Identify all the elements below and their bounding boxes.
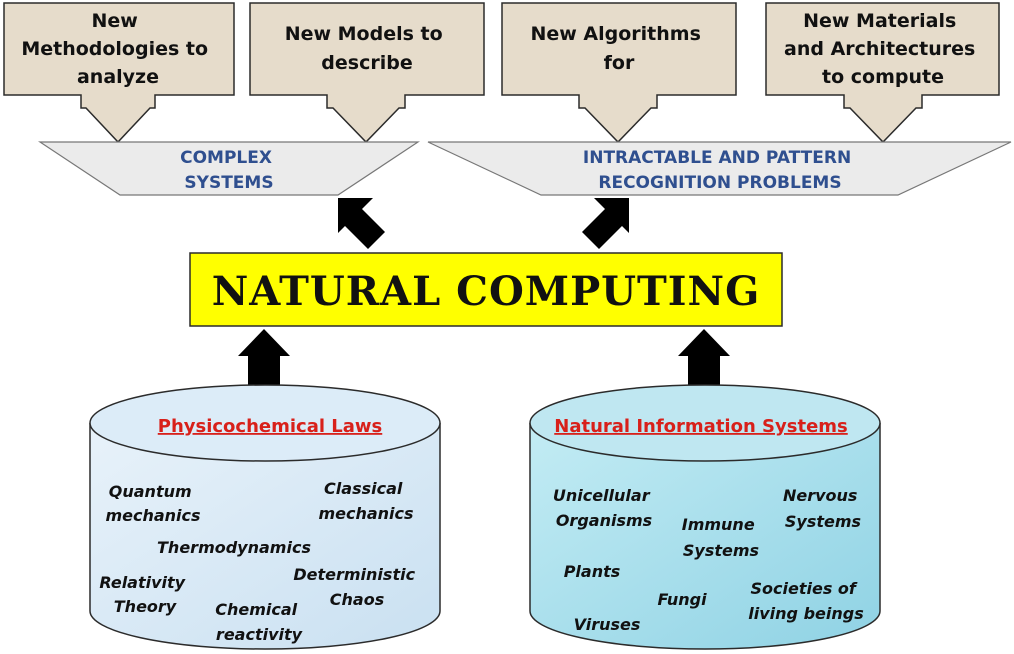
database-item-line: Systems: [683, 541, 759, 560]
database-item-line: Viruses: [574, 615, 641, 634]
callout-line: Methodologies to: [21, 38, 208, 60]
callout-new-models: New Models to describe: [249, 2, 485, 144]
callout-line: New Models to: [285, 23, 443, 45]
database-natural-information-systems: Natural Information Systems Unicellular …: [529, 384, 881, 650]
funnel-line: SYSTEMS: [184, 173, 273, 193]
database-item: Plants: [564, 562, 621, 581]
database-item-line: Nervous: [783, 486, 857, 505]
database-item-line: Chemical: [215, 600, 297, 619]
database-item: Fungi: [657, 590, 707, 609]
database-item: Classical mechanics: [318, 479, 413, 523]
funnel-line: COMPLEX: [180, 148, 272, 168]
database-item-line: reactivity: [216, 625, 303, 644]
callout-line: and Architectures: [784, 38, 975, 60]
callout-new-materials: New Materials and Architectures to compu…: [765, 2, 1000, 144]
funnel-line: INTRACTABLE AND PATTERN: [583, 148, 851, 168]
callout-text: New Materials and Architectures to compu…: [784, 10, 982, 88]
database-title: Physicochemical Laws: [158, 416, 383, 437]
arrow-to-complex-systems: [338, 198, 385, 249]
database-item-line: mechanics: [318, 504, 413, 523]
database-item-line: Unicellular: [553, 486, 651, 505]
database-item-line: Immune: [682, 515, 755, 534]
database-item-line: Chaos: [330, 590, 384, 609]
database-item-line: Theory: [114, 597, 177, 616]
arrow-from-physicochemical-laws: [238, 329, 290, 388]
database-item: Thermodynamics: [157, 538, 311, 557]
callout-line: analyze: [77, 66, 159, 88]
center-title: NATURAL COMPUTING: [212, 268, 761, 315]
arrow-to-intractable-problems: [582, 198, 629, 249]
database-item-line: living beings: [748, 604, 863, 623]
callout-line: New Algorithms: [530, 23, 700, 45]
callout-line: New Materials: [803, 10, 956, 32]
database-title: Natural Information Systems: [554, 416, 848, 437]
callout-line: to compute: [822, 66, 944, 88]
database-item-line: Deterministic: [293, 565, 415, 584]
callout-new-methodologies: New Methodologies to analyze: [3, 2, 235, 144]
database-item-line: mechanics: [105, 506, 200, 525]
database-item-line: Societies of: [751, 579, 858, 598]
callout-text: New Methodologies to analyze: [21, 10, 214, 88]
callout-text: New Algorithms for: [530, 23, 707, 74]
database-item: Deterministic Chaos: [293, 565, 420, 609]
database-item-line: Organisms: [556, 511, 652, 530]
funnel-complex-systems: COMPLEX SYSTEMS: [38, 141, 420, 196]
database-item: Nervous Systems: [783, 486, 863, 531]
database-item: Immune Systems: [682, 515, 761, 560]
database-item: Quantum mechanics: [105, 482, 200, 525]
database-item-line: Systems: [785, 512, 861, 531]
database-item: Relativity Theory: [99, 573, 190, 616]
funnel-intractable-problems: INTRACTABLE AND PATTERN RECOGNITION PROB…: [427, 141, 1012, 196]
database-item: Unicellular Organisms: [553, 486, 655, 530]
database-item: Societies of living beings: [748, 579, 863, 623]
database-item-line: Classical: [324, 479, 403, 498]
funnel-text: INTRACTABLE AND PATTERN RECOGNITION PROB…: [583, 148, 857, 193]
database-item-line: Quantum: [109, 482, 192, 501]
database-item: Chemical reactivity: [215, 600, 302, 644]
callout-text: New Models to describe: [285, 23, 450, 74]
database-item: Viruses: [574, 615, 641, 634]
callout-new-algorithms: New Algorithms for: [501, 2, 737, 144]
callout-line: New: [92, 10, 138, 32]
database-physicochemical-laws: Physicochemical Laws Quantum mechanics C…: [89, 384, 441, 650]
funnel-line: RECOGNITION PROBLEMS: [598, 173, 841, 193]
database-item-line: Relativity: [99, 573, 185, 592]
arrow-from-natural-information-systems: [678, 329, 730, 388]
natural-computing-box: NATURAL COMPUTING: [189, 252, 783, 327]
database-item-line: Fungi: [657, 590, 707, 609]
database-item-line: Thermodynamics: [157, 538, 311, 557]
callout-line: for: [604, 52, 635, 74]
database-item-line: Plants: [564, 562, 621, 581]
callout-line: describe: [321, 52, 412, 74]
funnel-text: COMPLEX SYSTEMS: [180, 148, 278, 193]
